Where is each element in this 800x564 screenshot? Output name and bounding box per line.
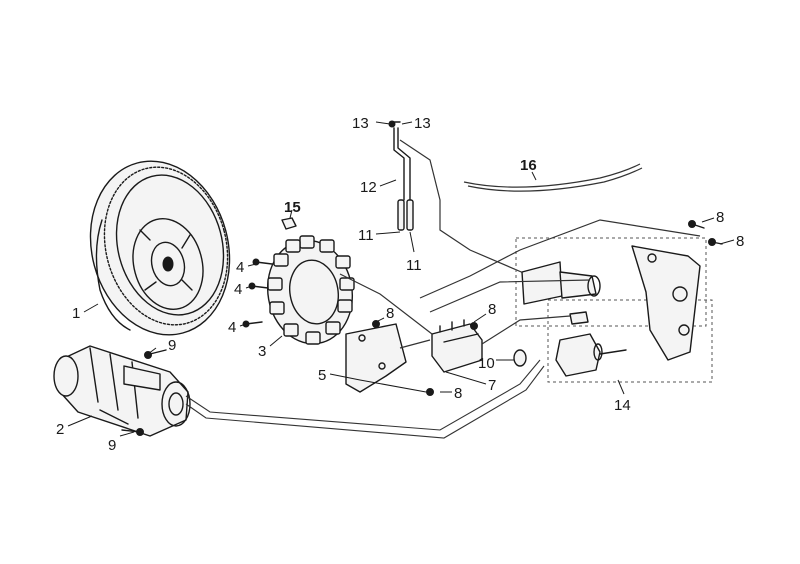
- solenoid-assembly-part-14: [515, 237, 713, 383]
- callout-12: 12: [360, 179, 377, 196]
- regulator-bolts: [372, 320, 478, 396]
- clip-part-15: [281, 217, 297, 230]
- callout-4a: 4: [236, 259, 244, 276]
- callout-labels: 1 2 3 4 4 4 5 7 8 8 8 8 8 9 9 10 11 11 1…: [56, 115, 744, 454]
- wiring-harness: [185, 219, 701, 439]
- callout-16: 16: [520, 157, 537, 174]
- stator-part: [266, 235, 355, 345]
- regulator-part: [431, 319, 483, 373]
- callout-11a: 11: [358, 227, 374, 244]
- regulator-bracket-part: [345, 323, 407, 393]
- fitting-part-10: [513, 349, 527, 367]
- bracket-bolts: [688, 220, 723, 246]
- flywheel-part: [89, 160, 231, 336]
- starter-motor-part: [53, 345, 191, 437]
- callout-1: 1: [72, 305, 80, 322]
- callout-11b: 11: [406, 257, 422, 274]
- cable-part-16: [463, 163, 643, 192]
- callout-14: 14: [614, 397, 631, 414]
- callout-8e: 8: [736, 233, 744, 250]
- callout-13a: 13: [352, 115, 369, 132]
- callout-4c: 4: [228, 319, 236, 336]
- callout-9a: 9: [168, 337, 176, 354]
- callout-10: 10: [478, 355, 495, 372]
- callout-8c: 8: [454, 385, 462, 402]
- leader-lines: [67, 121, 735, 437]
- ignition-leads: [388, 120, 527, 275]
- callout-9b: 9: [108, 437, 116, 454]
- callout-8d: 8: [716, 209, 724, 226]
- callout-5: 5: [318, 367, 326, 384]
- callout-4b: 4: [234, 281, 242, 298]
- callout-7: 7: [488, 377, 496, 394]
- callout-15: 15: [284, 199, 301, 216]
- callout-2: 2: [56, 421, 64, 438]
- callout-8b: 8: [488, 301, 496, 318]
- callout-3: 3: [258, 343, 266, 360]
- callout-8a: 8: [386, 305, 394, 322]
- callout-13b: 13: [414, 115, 431, 132]
